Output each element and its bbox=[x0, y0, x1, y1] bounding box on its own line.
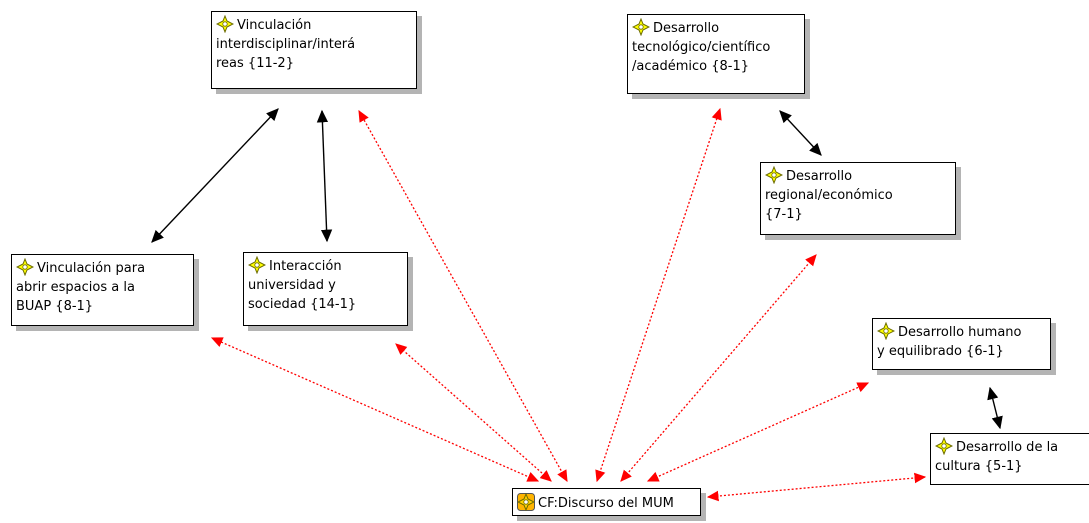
link-hub-tecnologico[interactable] bbox=[595, 107, 722, 483]
code-icon bbox=[15, 257, 35, 277]
node-desarrollo-tecnologico[interactable]: Desarrollo tecnológico/científico /acadé… bbox=[627, 14, 805, 94]
node-vinculacion-interdisciplinar[interactable]: Vinculación interdisciplinar/interá reas… bbox=[211, 11, 417, 89]
link-hub-interdisciplinar[interactable] bbox=[358, 109, 568, 483]
node-hub-discurso-mum[interactable]: CF:Discurso del MUM bbox=[512, 488, 701, 516]
node-label: Interacción universidad y sociedad {14-1… bbox=[248, 259, 357, 312]
node-label: CF:Discurso del MUM bbox=[538, 496, 674, 511]
code-family-icon bbox=[516, 492, 536, 512]
code-icon bbox=[631, 17, 651, 37]
node-label: Vinculación interdisciplinar/interá reas… bbox=[216, 18, 356, 71]
code-icon bbox=[764, 165, 784, 185]
node-label: Desarrollo regional/económico {7-1} bbox=[765, 169, 893, 222]
link-hub-espacios[interactable] bbox=[210, 337, 540, 482]
link-interdisciplinar-interaccion[interactable] bbox=[316, 109, 333, 243]
node-label: Desarrollo de la cultura {5-1} bbox=[935, 440, 1059, 474]
link-hub-interaccion[interactable] bbox=[395, 343, 552, 482]
link-hub-humano[interactable] bbox=[646, 382, 870, 482]
code-icon bbox=[215, 14, 235, 34]
link-tecnologico-regional[interactable] bbox=[779, 110, 822, 156]
link-humano-cultura[interactable] bbox=[987, 386, 1003, 430]
link-interdisciplinar-espacios[interactable] bbox=[151, 108, 279, 243]
node-desarrollo-regional[interactable]: Desarrollo regional/económico {7-1} bbox=[760, 162, 956, 235]
code-icon bbox=[934, 436, 954, 456]
node-desarrollo-cultura[interactable]: Desarrollo de la cultura {5-1} bbox=[930, 433, 1089, 485]
link-hub-cultura[interactable] bbox=[706, 472, 927, 502]
node-label: Desarrollo tecnológico/científico /acadé… bbox=[632, 21, 771, 74]
node-interaccion-universidad[interactable]: Interacción universidad y sociedad {14-1… bbox=[243, 252, 408, 326]
link-hub-regional[interactable] bbox=[620, 254, 817, 482]
code-icon bbox=[876, 321, 896, 341]
node-vinculacion-espacios[interactable]: Vinculación para abrir espacios a la BUA… bbox=[11, 254, 194, 326]
node-label: Vinculación para abrir espacios a la BUA… bbox=[16, 261, 146, 314]
node-label: Desarrollo humano y equilibrado {6-1} bbox=[877, 325, 1022, 359]
code-icon bbox=[247, 255, 267, 275]
node-desarrollo-humano[interactable]: Desarrollo humano y equilibrado {6-1} bbox=[872, 318, 1051, 370]
